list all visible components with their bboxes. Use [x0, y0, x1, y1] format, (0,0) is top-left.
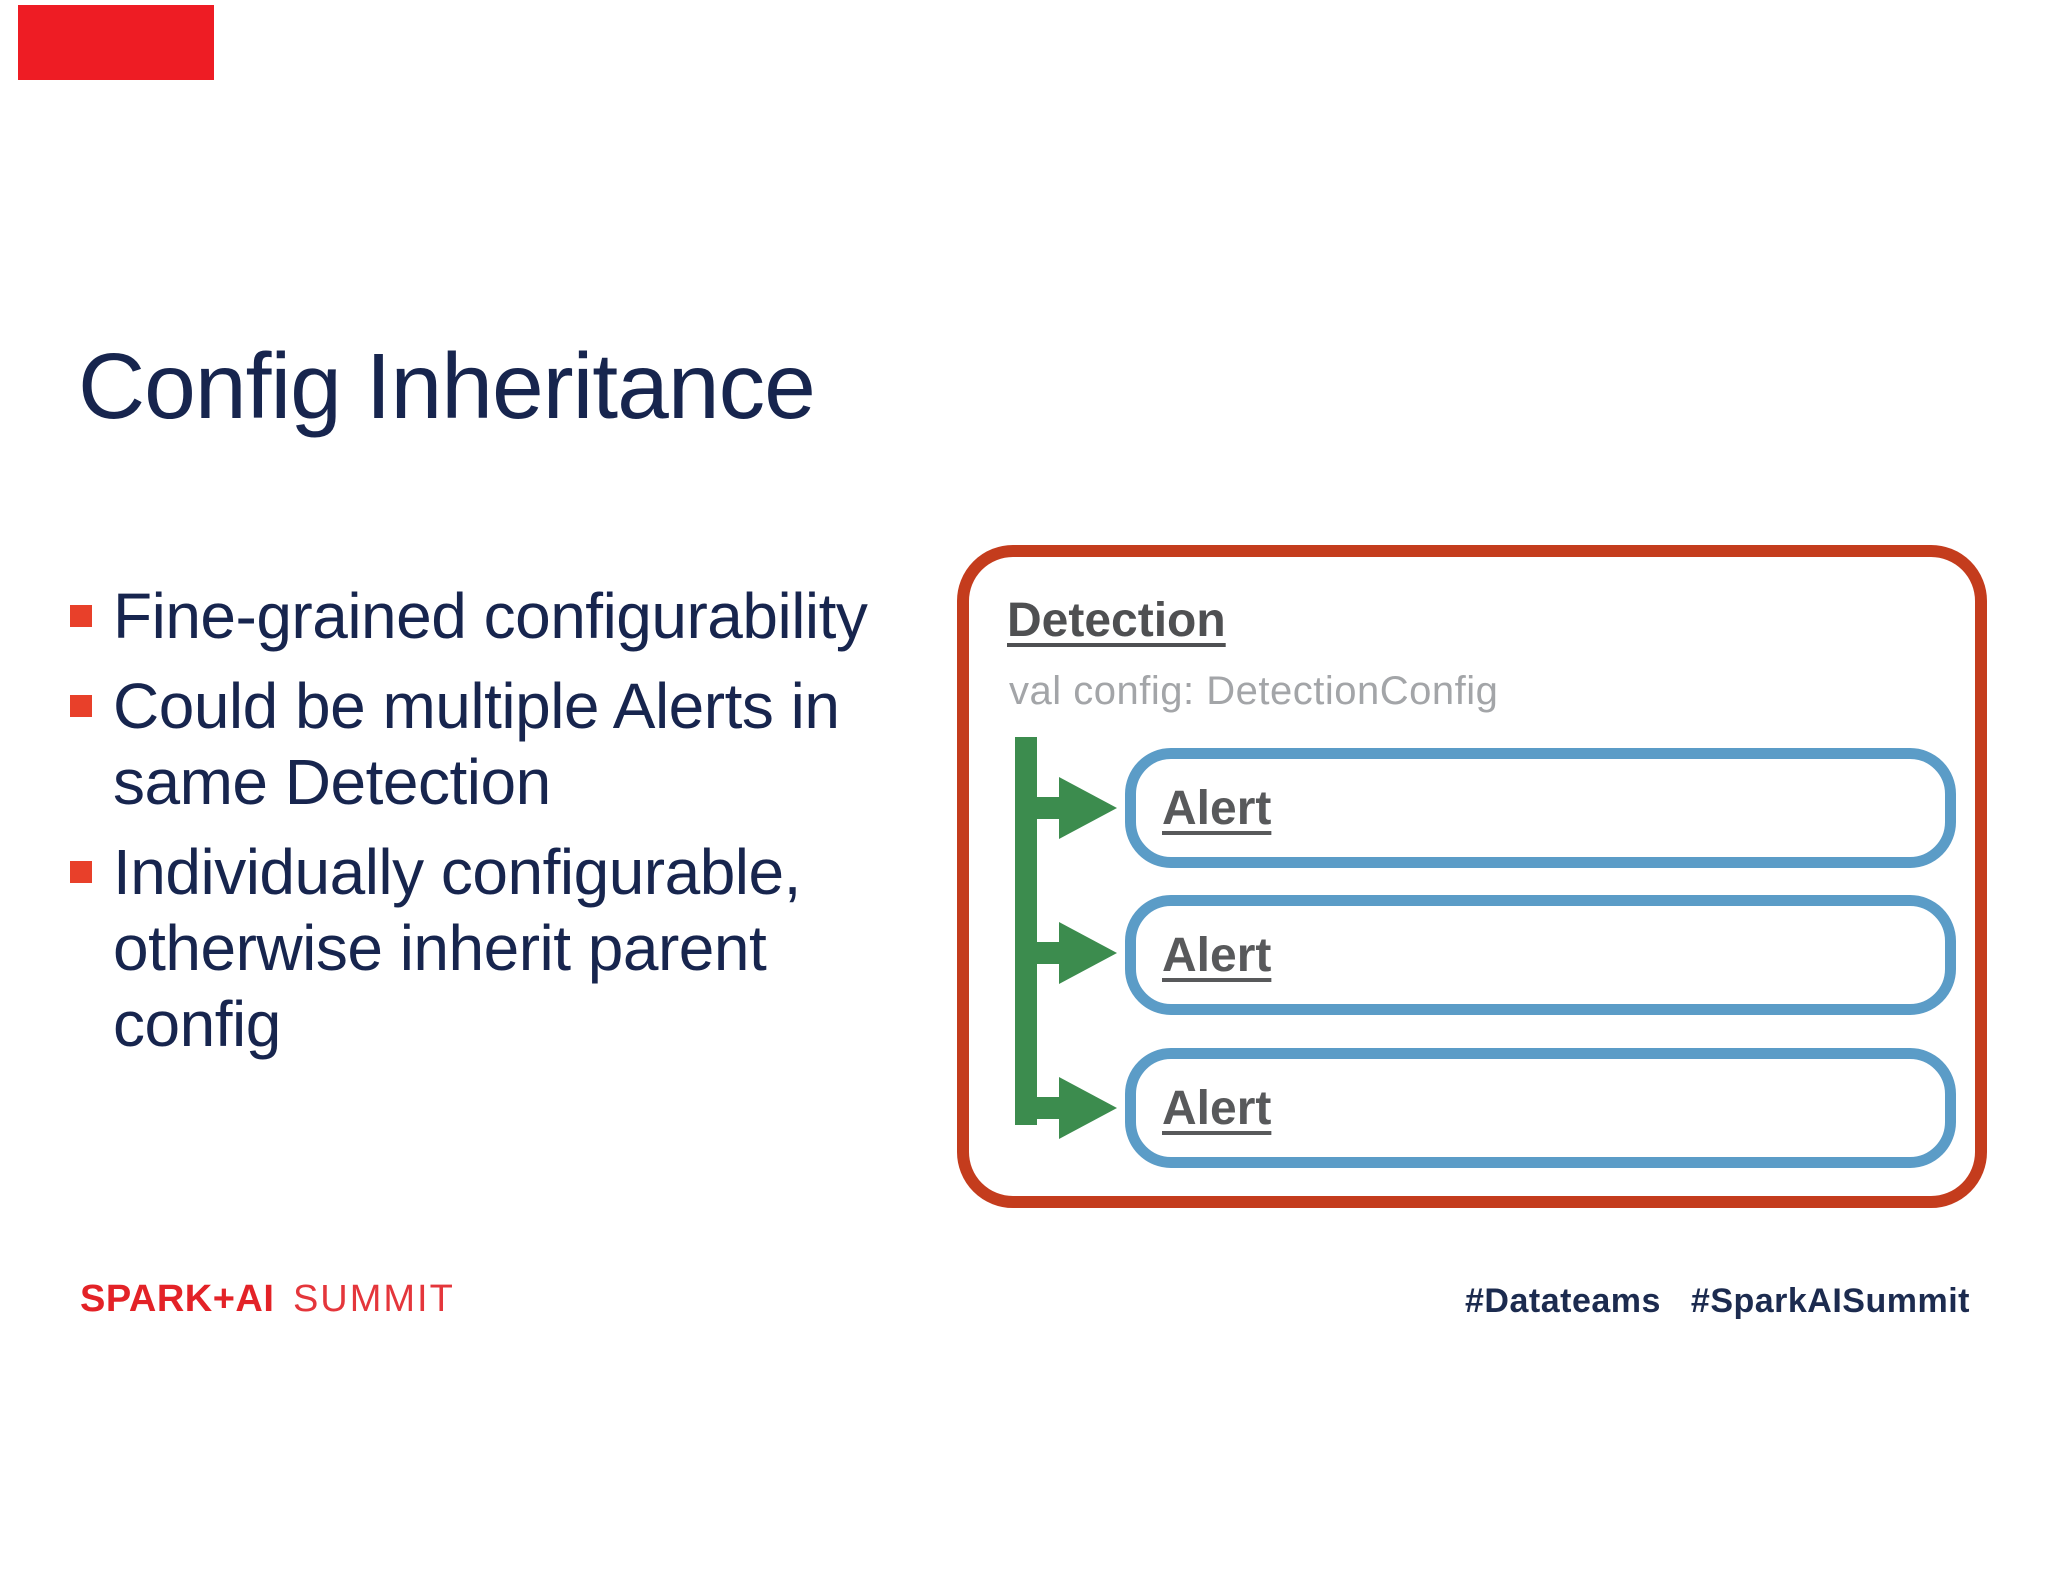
bullet-marker-icon [70, 605, 92, 627]
alert-label: Alert [1162, 928, 1272, 982]
arrow-head-icon [1059, 777, 1117, 839]
arrow-stub [1035, 1097, 1061, 1119]
hashtag-datateams: #Datateams [1465, 1282, 1661, 1320]
bullet-text: Could be multiple Alerts in same Detecti… [113, 670, 840, 818]
detection-diagram: Detection val config: DetectionConfig Al… [957, 545, 1987, 1208]
detection-config-code: val config: DetectionConfig [1009, 669, 1499, 713]
red-corner-marker [18, 5, 214, 80]
spark-ai-summit-logo: SPARK+AI SUMMIT [80, 1278, 455, 1321]
logo-primary-text: SPARK+AI [80, 1278, 275, 1320]
alert-box: Alert [1125, 748, 1956, 868]
arrow-stub [1035, 797, 1061, 819]
event-hashtags: #Datateams #SparkAISummit [1465, 1282, 1970, 1321]
bullet-item: Fine-grained configurability [70, 578, 880, 654]
slide-title: Config Inheritance [78, 334, 816, 439]
alert-box: Alert [1125, 895, 1956, 1015]
bullet-item: Could be multiple Alerts in same Detecti… [70, 668, 880, 820]
alert-box: Alert [1125, 1048, 1956, 1168]
tree-trunk [1015, 737, 1037, 1125]
hashtag-sparkaisummit: #SparkAISummit [1690, 1282, 1970, 1320]
alert-label: Alert [1162, 1081, 1272, 1135]
bullet-item: Individually configurable, otherwise inh… [70, 834, 880, 1062]
bullet-marker-icon [70, 695, 92, 717]
bullet-list: Fine-grained configurability Could be mu… [70, 578, 880, 1076]
detection-label: Detection [1007, 594, 1226, 647]
arrow-head-icon [1059, 1077, 1117, 1139]
logo-secondary-text: SUMMIT [292, 1278, 455, 1320]
bullet-text: Individually configurable, otherwise inh… [113, 836, 801, 1060]
inheritance-tree-arrows [1015, 737, 1117, 1139]
bullet-text: Fine-grained configurability [113, 580, 868, 652]
bullet-marker-icon [70, 861, 92, 883]
arrow-head-icon [1059, 922, 1117, 984]
alert-label: Alert [1162, 781, 1272, 835]
arrow-stub [1035, 942, 1061, 964]
